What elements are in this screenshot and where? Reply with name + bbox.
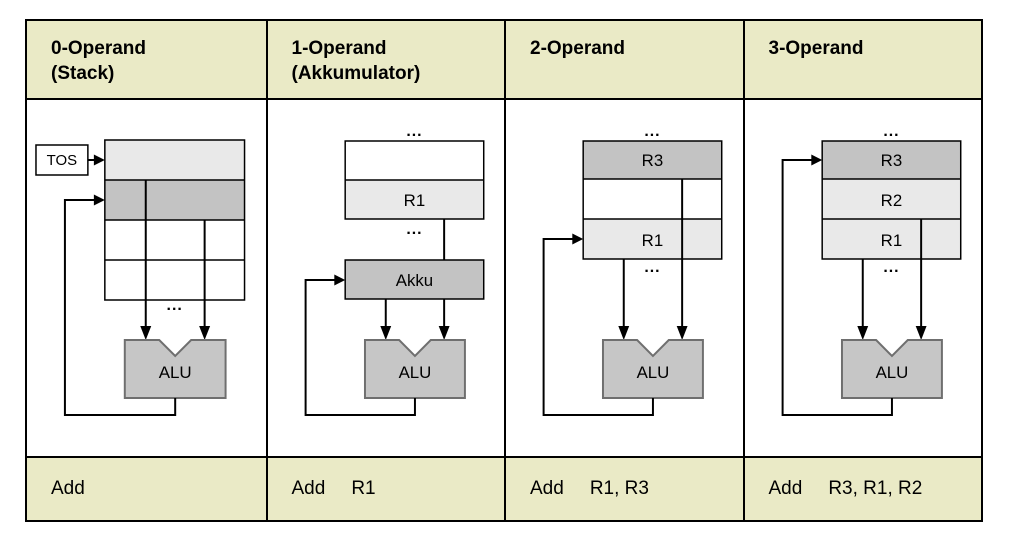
header-2-operand: 2-Operand xyxy=(504,21,743,100)
stack-row-second xyxy=(104,180,245,220)
feedback-arrowhead xyxy=(93,194,105,206)
instruction-mnemonic: Add xyxy=(51,478,85,499)
feedback-path xyxy=(781,159,893,416)
arrowhead-right-input xyxy=(199,326,211,340)
ellipsis-below: ... xyxy=(883,259,899,276)
header-line: 1-Operand xyxy=(291,38,387,59)
instruction-operands: R3, R1, R2 xyxy=(828,478,923,499)
three-operand-diagram-svg: ... R3 R2 R1 ... ALU xyxy=(781,123,961,416)
arrowhead-right-input xyxy=(438,326,450,340)
ellipsis-below: ... xyxy=(406,221,422,238)
register-row-r1 xyxy=(583,219,722,259)
register-label-r1: R1 xyxy=(403,191,425,210)
alu-label: ALU xyxy=(159,363,192,382)
instruction-stack: Add xyxy=(27,458,266,520)
alu-box xyxy=(123,339,227,399)
instruction-mnemonic: Add xyxy=(768,478,803,499)
feedback-arrowhead xyxy=(572,233,584,245)
ellipsis-below: ... xyxy=(644,259,660,276)
register-row-r2 xyxy=(821,179,961,219)
arrowhead-left-input xyxy=(618,326,630,340)
arrowhead-right-input xyxy=(676,326,688,340)
akku-box xyxy=(343,259,484,300)
ellipsis-above: ... xyxy=(883,123,899,140)
header-line: (Akkumulator) xyxy=(291,63,421,84)
alu-label: ALU xyxy=(875,363,908,382)
instruction-operands: R1 xyxy=(351,478,376,499)
alu-box xyxy=(363,339,466,399)
header-line: 0-Operand xyxy=(51,38,147,59)
akku-diagram-svg: ... R1 ... Akku ALU xyxy=(304,123,484,416)
register-label-r2: R2 xyxy=(880,191,902,210)
stack-row-fourth xyxy=(104,260,245,300)
arrowhead-left-input xyxy=(856,326,868,340)
feedback-arrowhead xyxy=(810,154,822,166)
arrowhead-left-input xyxy=(379,326,391,340)
instruction-akkumulator: Add R1 xyxy=(265,458,504,520)
feedback-path xyxy=(542,238,654,416)
register-label-r3: R3 xyxy=(880,151,902,170)
register-label-r1: R1 xyxy=(642,231,664,250)
header-1-operand: 1-Operand (Akkumulator) xyxy=(265,21,504,100)
diagram-akkumulator: ... R1 ... Akku ALU xyxy=(265,100,504,458)
instruction-2-operand: Add R1, R3 xyxy=(504,458,743,520)
alu-box xyxy=(601,339,704,399)
register-outline xyxy=(820,140,961,260)
alu-label: ALU xyxy=(398,363,431,382)
register-row-r3 xyxy=(821,141,961,179)
header-line: 2-Operand xyxy=(530,38,626,59)
arrowhead-left-input xyxy=(140,326,152,340)
instruction-mnemonic: Add xyxy=(291,478,326,499)
alu-label: ALU xyxy=(637,363,670,382)
register-row-empty xyxy=(344,141,484,180)
isa-architecture-table: 0-Operand (Stack) 1-Operand (Akkumulator… xyxy=(25,19,983,522)
register-row-r1 xyxy=(821,219,961,259)
diagram-2-operand: ... R3 R1 ... ALU xyxy=(504,100,743,458)
register-row-r3 xyxy=(583,141,722,179)
tos-arrowhead xyxy=(93,154,105,166)
register-outline xyxy=(582,140,723,260)
feedback-path xyxy=(63,199,177,416)
feedback-arrowhead xyxy=(333,274,345,286)
header-3-operand: 3-Operand xyxy=(742,21,981,100)
ellipsis-below: ... xyxy=(167,297,183,314)
diagram-3-operand: ... R3 R2 R1 ... ALU xyxy=(742,100,981,458)
header-line: 3-Operand xyxy=(768,38,864,59)
register-row-r1 xyxy=(344,180,484,219)
register-label-r1: R1 xyxy=(880,231,902,250)
instruction-mnemonic: Add xyxy=(530,478,564,499)
stack-diagram-svg: ... TOS ALU xyxy=(35,139,246,416)
stack-row-third xyxy=(104,220,245,260)
alu-box xyxy=(840,339,943,399)
instruction-operands: R1, R3 xyxy=(589,478,649,499)
two-operand-diagram-svg: ... R3 R1 ... ALU xyxy=(542,123,723,416)
ellipsis-above: ... xyxy=(644,123,660,140)
header-0-operand: 0-Operand (Stack) xyxy=(27,21,266,100)
instruction-3-operand: Add R3, R1, R2 xyxy=(742,458,981,520)
register-label-r3: R3 xyxy=(642,151,664,170)
feedback-path xyxy=(304,279,416,416)
tos-label: TOS xyxy=(47,152,77,169)
diagram-stack: ... TOS ALU xyxy=(27,100,266,458)
arrowhead-right-input xyxy=(915,326,927,340)
stack-row-top xyxy=(104,140,245,180)
register-row-empty xyxy=(583,179,722,219)
akku-label: Akku xyxy=(395,271,432,290)
header-line: (Stack) xyxy=(51,63,115,84)
ellipsis-above: ... xyxy=(406,123,422,140)
